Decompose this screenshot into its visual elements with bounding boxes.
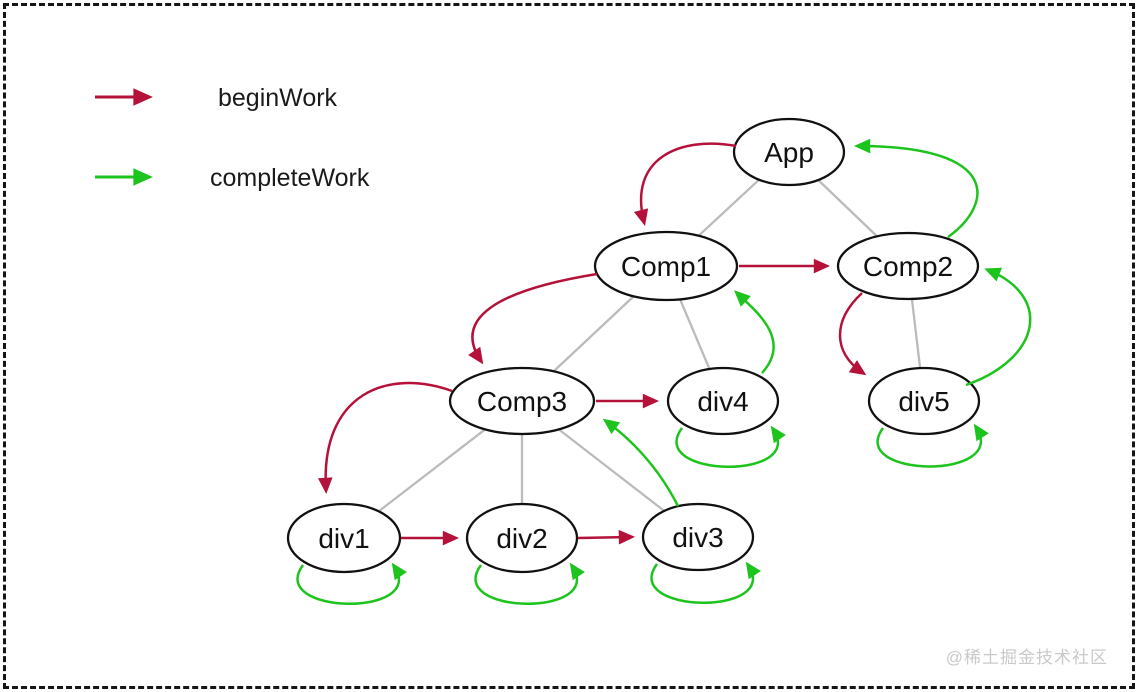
- legend-completework-label: completeWork: [210, 164, 370, 192]
- node-ellipse-div2: [465, 502, 579, 574]
- tree-edges-layer: [343, 151, 926, 539]
- completework-edge-div4-Comp1: [734, 290, 775, 374]
- node-ellipse-div4: [666, 366, 780, 436]
- nodes-layer: [286, 117, 981, 574]
- completework-selfloop-div4: [675, 425, 786, 468]
- completework-edge-Comp2-App: [853, 138, 979, 239]
- beginwork-edge-div2-div3: [577, 529, 636, 545]
- node-ellipse-Comp2: [836, 231, 980, 301]
- node-label-Comp2: Comp2: [863, 251, 953, 282]
- node-label-div1: div1: [318, 523, 369, 554]
- node-ellipse-div5: [867, 366, 981, 436]
- completework-selfloop-div5: [876, 423, 989, 468]
- beginwork-edge-Comp3-div1: [317, 381, 453, 495]
- completework-edge-div5-Comp2: [965, 267, 1032, 387]
- beginwork-edge-App-Comp1: [633, 142, 737, 226]
- node-ellipse-Comp1: [593, 230, 739, 302]
- node-ellipse-Comp3: [448, 366, 596, 436]
- node-ellipse-div1: [286, 502, 402, 574]
- node-label-div3: div3: [672, 522, 723, 553]
- completework-edge-div3-Comp3: [602, 418, 680, 507]
- completework-selfloop-div2: [474, 562, 585, 605]
- traversal-edges-layer: [296, 138, 1032, 605]
- legend-beginwork-label: beginWork: [218, 84, 338, 112]
- node-label-div4: div4: [697, 386, 748, 417]
- beginwork-edge-Comp1-Comp3: [468, 272, 598, 365]
- completework-selfloop-div1: [296, 562, 407, 605]
- node-label-App: App: [764, 137, 814, 168]
- watermark: @稀土掘金技术社区: [946, 648, 1108, 667]
- legend: beginWork completeWork: [95, 84, 370, 192]
- node-ellipse-div3: [641, 502, 755, 572]
- node-ellipse-App: [732, 117, 846, 187]
- node-label-Comp1: Comp1: [621, 251, 711, 282]
- completework-selfloop-div3: [650, 561, 761, 604]
- node-label-div5: div5: [898, 386, 949, 417]
- node-label-div2: div2: [496, 523, 547, 554]
- node-label-Comp3: Comp3: [477, 386, 567, 417]
- beginwork-edge-Comp2-div5: [838, 292, 867, 376]
